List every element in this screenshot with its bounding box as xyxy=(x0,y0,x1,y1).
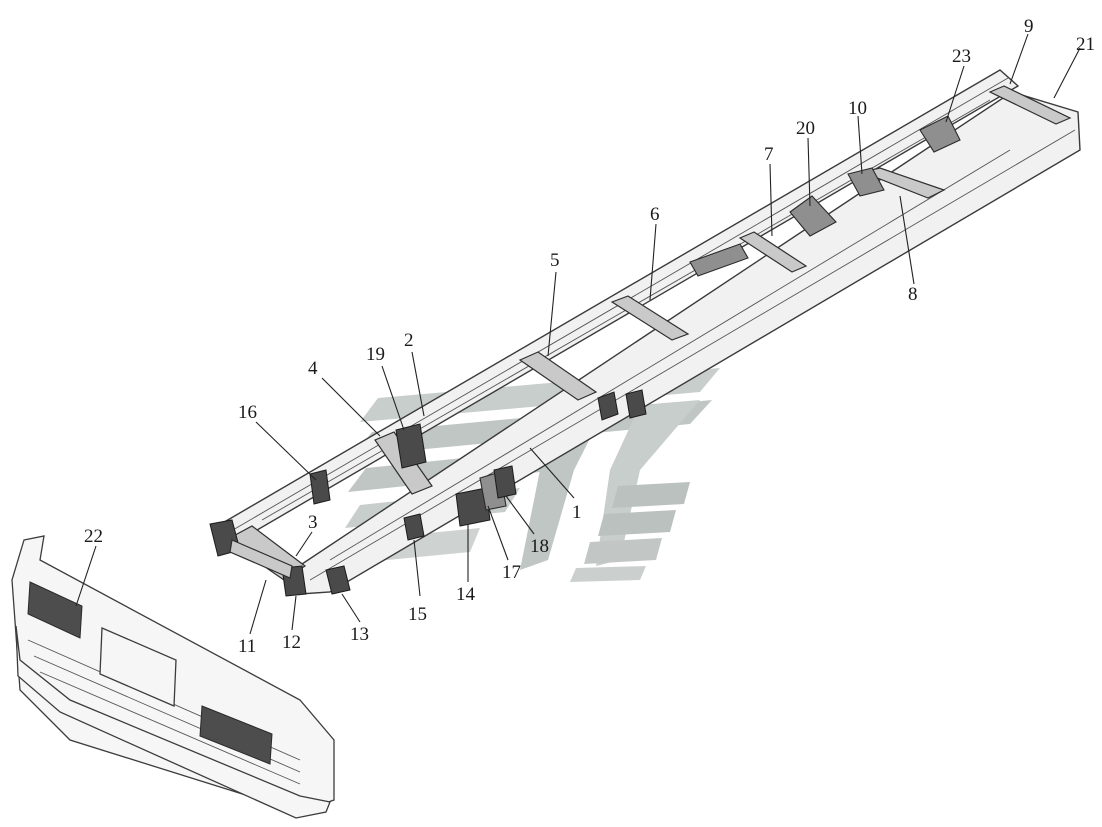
callout-19: 19 xyxy=(366,344,385,365)
callout-17: 17 xyxy=(502,562,521,583)
watermark-bar-4 xyxy=(570,566,646,582)
cross-member-rear xyxy=(988,85,1072,125)
leader-10 xyxy=(857,115,863,175)
leader-13 xyxy=(341,593,361,623)
watermark-bar-3 xyxy=(584,538,662,564)
leader-1 xyxy=(529,447,575,499)
leader-9 xyxy=(1009,33,1029,85)
bracket-15 xyxy=(403,513,425,541)
side-rail-right-flange xyxy=(309,129,1076,581)
callout-12: 12 xyxy=(282,632,301,653)
watermark-bar-2 xyxy=(598,510,676,536)
leader-3 xyxy=(295,531,313,557)
cross-member-5 xyxy=(518,351,598,401)
leader-16 xyxy=(255,421,317,481)
callout-21: 21 xyxy=(1076,34,1095,55)
bumper-lower-lip xyxy=(15,625,331,819)
gusset-23 xyxy=(919,115,961,153)
leader-12 xyxy=(291,595,297,631)
bracket-18 xyxy=(493,465,517,499)
leader-lines xyxy=(75,33,1081,635)
bracket-10 xyxy=(847,167,885,197)
leader-7 xyxy=(769,163,773,237)
callout-2: 2 xyxy=(404,330,414,351)
front-cross-beam xyxy=(229,539,293,579)
chassis-frame xyxy=(209,69,1081,597)
callout-23: 23 xyxy=(952,46,971,67)
leader-6 xyxy=(649,223,657,301)
callout-13: 13 xyxy=(350,624,369,645)
gusset-20 xyxy=(789,195,837,237)
callout-22: 22 xyxy=(84,526,103,547)
callout-18: 18 xyxy=(530,536,549,557)
bracket-mid-right-2 xyxy=(625,389,647,419)
leader-21 xyxy=(1053,47,1081,99)
callout-5: 5 xyxy=(550,250,560,271)
fog-lamp-right xyxy=(199,705,273,765)
cross-member-8 xyxy=(859,167,946,199)
bumper-groove-3 xyxy=(39,671,301,785)
cross-member-7 xyxy=(738,231,808,273)
leader-20 xyxy=(807,137,811,207)
watermark-bar-1 xyxy=(612,482,690,508)
fuel-tank-bracket xyxy=(689,243,749,277)
callout-7: 7 xyxy=(764,144,774,165)
callout-1: 1 xyxy=(572,502,582,523)
callout-9: 9 xyxy=(1024,16,1034,37)
front-bumper xyxy=(11,535,335,819)
side-rail-left-flange xyxy=(225,77,1009,535)
callout-20: 20 xyxy=(796,118,815,139)
engine-mount-16 xyxy=(309,469,331,505)
callout-16: 16 xyxy=(238,402,257,423)
bracket-13 xyxy=(325,565,351,595)
callout-3: 3 xyxy=(308,512,318,533)
license-plate-area xyxy=(99,627,177,707)
leader-11 xyxy=(249,579,267,635)
inner-rail-right xyxy=(329,149,1011,561)
leader-17 xyxy=(487,505,509,561)
spring-bracket-19 xyxy=(395,423,427,469)
callout-labels: 1 2 3 4 5 6 7 8 9 10 11 12 13 14 15 16 1… xyxy=(84,16,1095,657)
callout-8: 8 xyxy=(908,284,918,305)
callout-15: 15 xyxy=(408,604,427,625)
callout-4: 4 xyxy=(308,358,318,379)
callout-11: 11 xyxy=(238,636,256,657)
callout-10: 10 xyxy=(848,98,867,119)
leader-19 xyxy=(381,365,405,431)
leader-15 xyxy=(413,539,421,597)
leader-2 xyxy=(411,351,425,417)
leader-22 xyxy=(75,545,97,607)
leader-18 xyxy=(505,495,535,535)
leader-23 xyxy=(945,65,965,123)
leader-8 xyxy=(899,195,915,285)
cross-member-6 xyxy=(610,295,690,341)
leader-4 xyxy=(321,377,381,437)
callout-14: 14 xyxy=(456,584,476,605)
fog-lamp-left xyxy=(27,581,83,639)
spring-bracket-14 xyxy=(455,487,491,527)
leader-5 xyxy=(547,271,557,357)
bracket-mid-right xyxy=(597,391,619,421)
callout-6: 6 xyxy=(650,204,660,225)
